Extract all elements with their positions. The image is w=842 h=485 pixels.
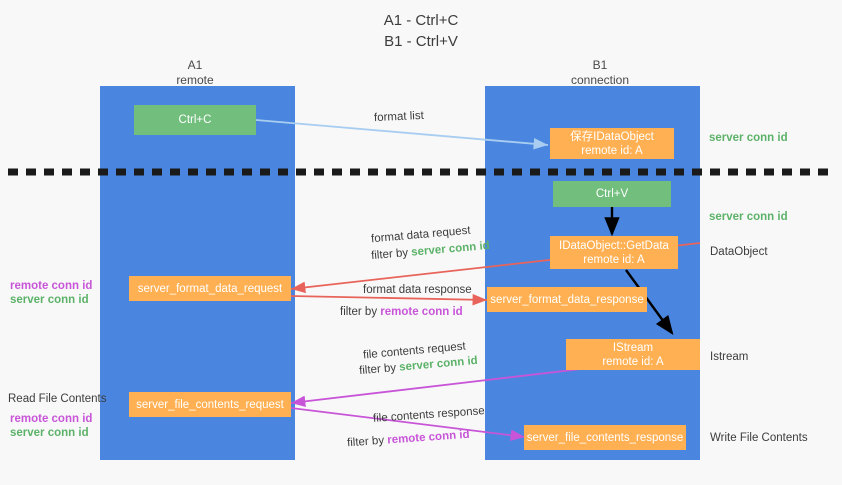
right-label-server-conn-id-top: server conn id xyxy=(709,132,788,144)
node-ctrl-v[interactable]: Ctrl+V xyxy=(553,181,671,207)
left-label-remote-conn-id-mid: remote conn id xyxy=(10,280,93,292)
left-label-server-conn-id-mid: server conn id xyxy=(10,294,89,306)
edge-label-file-contents-response: file contents response xyxy=(372,405,486,425)
edge-label-format-data-response-filter: filter by remote conn id xyxy=(340,305,463,320)
edge-label-format-list: format list xyxy=(373,109,425,125)
page-title: A1 - Ctrl+C B1 - Ctrl+V xyxy=(383,12,459,50)
right-label-write-file-contents: Write File Contents xyxy=(710,432,808,444)
left-label-read-file-contents: Read File Contents xyxy=(8,393,107,405)
filter-prefix-4: filter by xyxy=(346,434,388,450)
node-server-file-contents-response[interactable]: server_file_contents_response xyxy=(524,425,686,450)
edge-label-file-contents-response-filter: filter by remote conn id xyxy=(347,428,470,452)
column-header-b1: B1 connection xyxy=(570,58,630,87)
left-label-server-conn-id-low: server conn id xyxy=(10,427,89,439)
filter-prefix-3: filter by xyxy=(358,361,400,378)
node-server-file-contents-request[interactable]: server_file_contents_request xyxy=(129,392,291,417)
right-label-dataobject: DataObject xyxy=(710,246,768,258)
filter-value-remote-conn-id-2: remote conn id xyxy=(386,428,470,447)
node-save-idataobject[interactable]: 保存IDataObject remote id: A xyxy=(550,128,674,159)
node-istream[interactable]: IStream remote id: A xyxy=(566,339,700,370)
node-idataobject-getdata[interactable]: IDataObject::GetData remote id: A xyxy=(550,236,678,269)
node-server-format-data-response[interactable]: server_format_data_response xyxy=(487,287,647,312)
node-ctrl-c[interactable]: Ctrl+C xyxy=(134,105,256,135)
filter-value-remote-conn-id-1: remote conn id xyxy=(380,306,463,318)
filter-prefix-2: filter by xyxy=(340,306,381,318)
node-server-format-data-request[interactable]: server_format_data_request xyxy=(129,276,291,301)
left-label-remote-conn-id-low: remote conn id xyxy=(10,413,93,425)
filter-prefix-1: filter by xyxy=(370,246,412,263)
column-header-a1: A1 remote xyxy=(176,58,214,87)
edge-label-format-data-response: format data response xyxy=(363,284,472,296)
right-label-istream: Istream xyxy=(710,351,749,363)
right-label-server-conn-id-mid: server conn id xyxy=(709,211,788,223)
